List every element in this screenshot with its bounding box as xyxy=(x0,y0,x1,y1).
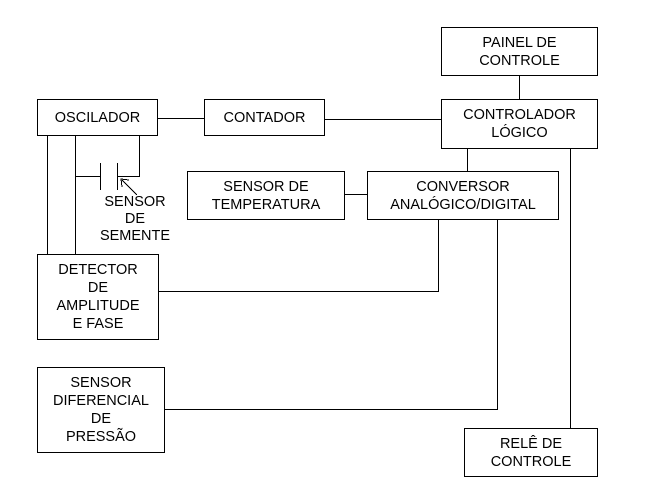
detector-amplitude-fase-block: DETECTOR DE AMPLITUDE E FASE xyxy=(37,254,159,340)
sensor-arrow-shaft xyxy=(121,179,138,196)
sensor-de-temperatura-label: SENSOR DE TEMPERATURA xyxy=(211,178,321,213)
painel-de-controle-label: PAINEL DE CONTROLE xyxy=(479,34,560,69)
controlador-logico-block: CONTROLADOR LÓGICO xyxy=(441,99,598,149)
rele-de-controle-block: RELÊ DE CONTROLE xyxy=(464,428,598,477)
painel-de-controle-block: PAINEL DE CONTROLE xyxy=(441,27,598,76)
controlador-logico-label: CONTROLADOR LÓGICO xyxy=(463,107,576,141)
contador-label: CONTADOR xyxy=(223,109,306,126)
sensor-diferencial-pressao-label: SENSOR DIFERENCIAL DE PRESSÃO xyxy=(53,375,149,445)
oscilador-label: OSCILADOR xyxy=(54,109,141,126)
rele-de-controle-label: RELÊ DE CONTROLE xyxy=(490,435,572,470)
sensor-de-temperatura-block: SENSOR DE TEMPERATURA xyxy=(187,171,345,220)
line-conversor-detector xyxy=(159,219,439,292)
contador-block: CONTADOR xyxy=(204,99,325,136)
oscilador-block: OSCILADOR xyxy=(37,99,158,136)
sensor-arrow-head xyxy=(120,178,130,188)
conversor-ad-label: CONVERSOR ANALÓGICO/DIGITAL xyxy=(390,178,536,213)
sensor-de-semente-label: SENSOR DE SEMENTE xyxy=(99,194,171,244)
conversor-ad-block: CONVERSOR ANALÓGICO/DIGITAL xyxy=(367,171,559,220)
line-semente-right xyxy=(118,135,140,177)
sensor-diferencial-pressao-block: SENSOR DIFERENCIAL DE PRESSÃO xyxy=(37,367,165,453)
line-conversor-pressao xyxy=(165,219,498,410)
detector-amplitude-fase-label: DETECTOR DE AMPLITUDE E FASE xyxy=(56,262,140,332)
